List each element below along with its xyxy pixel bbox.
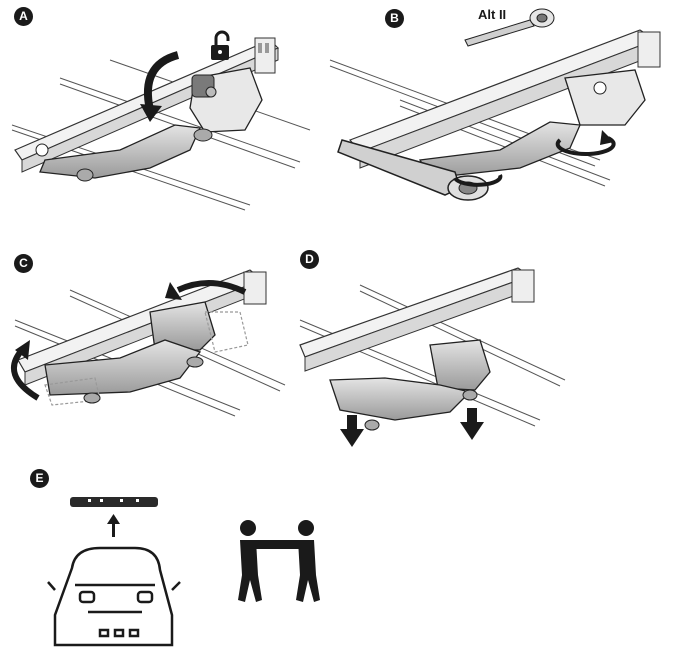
step-badge-a: A bbox=[14, 7, 33, 26]
key-icon bbox=[191, 74, 217, 98]
two-person-lift-icon bbox=[238, 520, 320, 602]
panel-b bbox=[329, 8, 661, 201]
mount-foot bbox=[44, 301, 249, 406]
step-badge-e: E bbox=[30, 469, 49, 488]
mount-foot bbox=[329, 339, 491, 431]
alt-wrench-icon bbox=[464, 8, 555, 47]
panel-c bbox=[11, 269, 286, 417]
up-arrow-icon bbox=[107, 514, 120, 537]
down-arrow-icon bbox=[340, 408, 484, 447]
alt-tool-label: Alt II bbox=[478, 7, 507, 22]
rotate-arrow-icon bbox=[140, 51, 180, 122]
step-badge-d: D bbox=[300, 250, 319, 269]
panel-e bbox=[47, 497, 320, 647]
car-icon bbox=[47, 546, 181, 647]
mount-foot bbox=[418, 69, 646, 179]
unlock-icon bbox=[211, 30, 230, 60]
panel-a bbox=[11, 30, 311, 211]
panel-d bbox=[299, 267, 566, 447]
step-badge-c: C bbox=[14, 254, 33, 273]
rotate-arrow-icon bbox=[453, 130, 616, 187]
roof-rack-bar bbox=[70, 497, 158, 507]
step-badge-b: B bbox=[385, 9, 404, 28]
crossbar bbox=[299, 267, 535, 372]
rotate-arrow-icon bbox=[11, 279, 247, 401]
